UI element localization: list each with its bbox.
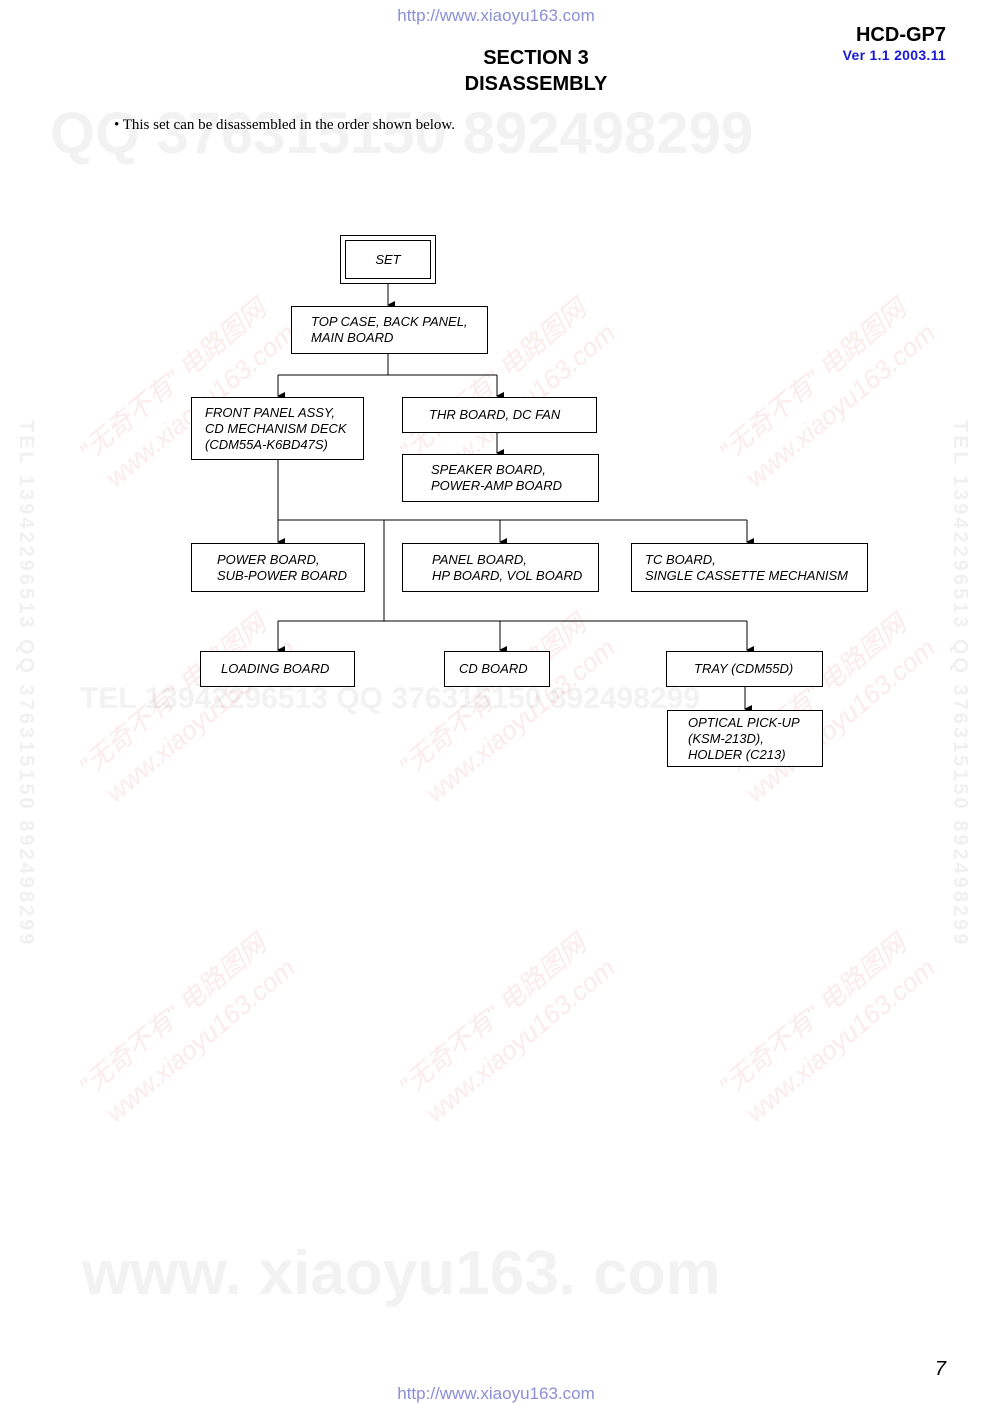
box-cd-board: CD BOARD [444,651,550,687]
box-tray-label: TRAY (CDM55D) [694,661,794,676]
box-front-panel-line1: FRONT PANEL ASSY, [205,404,336,420]
box-front-panel: FRONT PANEL ASSY, CD MECHANISM DECK (CDM… [191,397,364,460]
box-power-board-line2: SUB-POWER BOARD [217,567,348,583]
watermark-side-right: TEL 13942296513 QQ 376315150 892498299 [949,420,971,948]
box-optical-line3: HOLDER (C213) [688,746,786,762]
source-url-top[interactable]: http://www.xiaoyu163.com [397,6,595,25]
source-url-bottom[interactable]: http://www.xiaoyu163.com [397,1384,595,1403]
box-panel-board-line1: PANEL BOARD, [432,551,527,567]
box-top-case-line2: MAIN BOARD [311,330,394,345]
section-title: DISASSEMBLY [464,73,608,95]
box-set-inner: SET [345,240,431,279]
box-power-board: POWER BOARD, SUB-POWER BOARD [191,543,365,592]
model-number: HCD-GP7 [855,24,946,46]
box-loading-board-label: LOADING BOARD [221,661,330,676]
watermark-side-left: TEL 13942296513 QQ 376315150 892498299 [15,420,37,948]
box-optical-pickup: OPTICAL PICK-UP (KSM-213D), HOLDER (C213… [667,710,823,767]
box-tc-board: TC BOARD, SINGLE CASSETTE MECHANISM [631,543,868,592]
box-power-board-line1: POWER BOARD, [217,551,320,567]
box-loading-board: LOADING BOARD [200,651,355,687]
watermark-top: QQ 376315150 892498299 [50,101,754,166]
version-date: Ver 1.1 2003.11 [842,47,946,63]
box-optical-line2: (KSM-213D), [688,730,764,746]
section-number: SECTION 3 [483,47,589,69]
box-tray: TRAY (CDM55D) [666,651,823,687]
watermark-bottom: www. xiaoyu163. com [82,1239,721,1308]
box-thr-board: THR BOARD, DC FAN [402,397,597,433]
box-set-label: SET [375,251,401,267]
watermark-middle: TEL 13942296513 QQ 376315150 892498299 [80,682,700,715]
box-tc-board-line2: SINGLE CASSETTE MECHANISM [645,567,848,583]
box-front-panel-line3: (CDM55A-K6BD47S) [205,436,328,452]
box-speaker-board-line2: POWER-AMP BOARD [431,478,562,493]
intro-text: • This set can be disassembled in the or… [114,117,456,133]
box-thr-board-label: THR BOARD, DC FAN [429,407,561,422]
box-speaker-board-line1: SPEAKER BOARD, [431,462,546,477]
box-optical-line1: OPTICAL PICK-UP [688,714,800,730]
box-top-case: TOP CASE, BACK PANEL, MAIN BOARD [291,306,488,354]
box-front-panel-line2: CD MECHANISM DECK [205,420,347,436]
box-tc-board-line1: TC BOARD, [645,551,716,567]
box-panel-board: PANEL BOARD, HP BOARD, VOL BOARD [402,543,599,592]
box-top-case-line1: TOP CASE, BACK PANEL, [311,314,468,329]
box-cd-board-label: CD BOARD [459,661,528,676]
box-panel-board-line2: HP BOARD, VOL BOARD [432,567,583,583]
box-set: SET [340,235,436,284]
page-number: 7 [934,1358,946,1380]
box-speaker-board: SPEAKER BOARD, POWER-AMP BOARD [402,454,599,502]
